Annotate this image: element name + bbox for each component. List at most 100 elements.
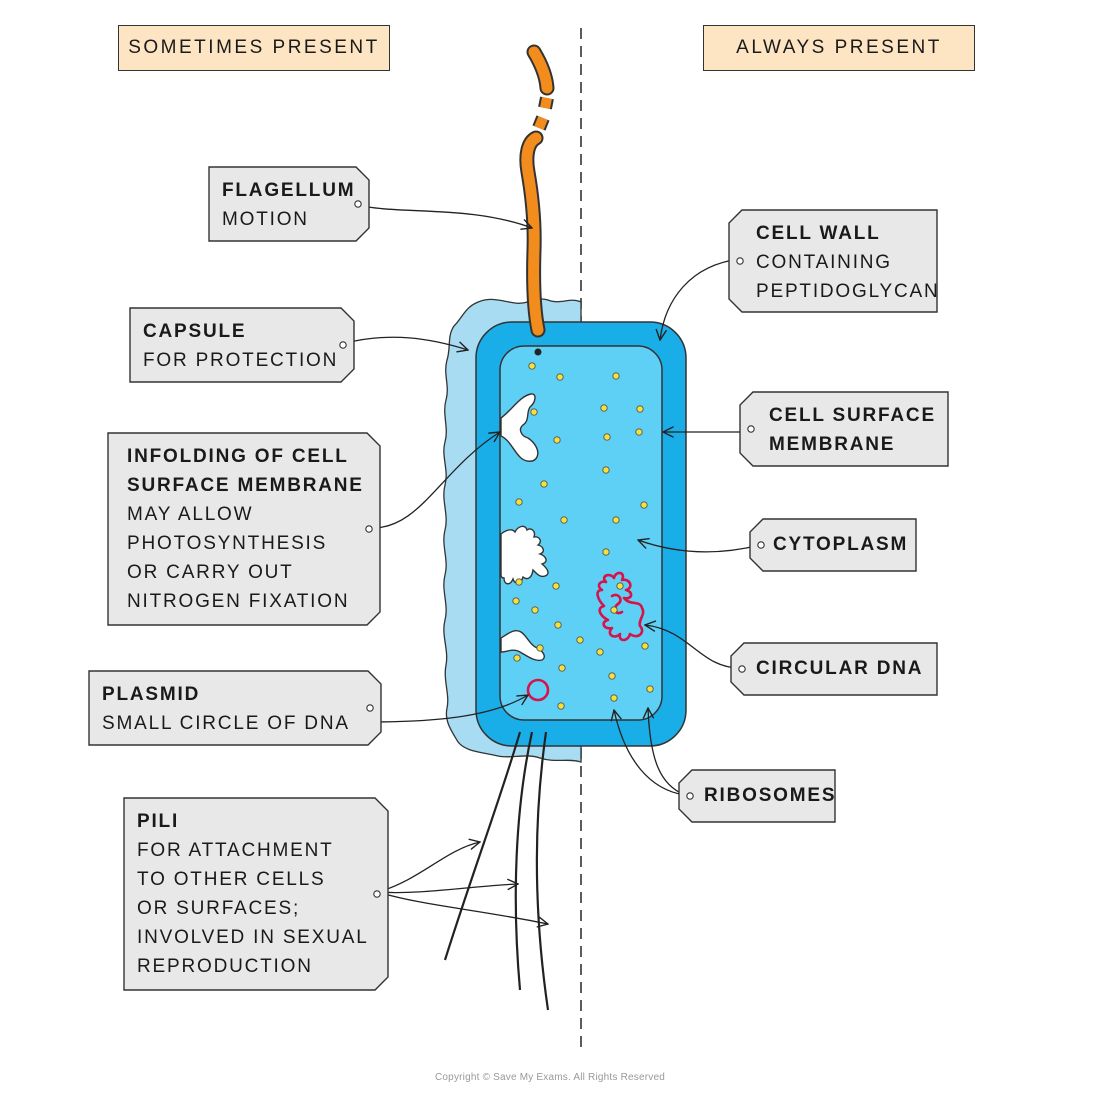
label-plasmid-line: SMALL CIRCLE OF DNA: [102, 713, 350, 734]
tag-hole: [736, 257, 744, 265]
ribosome: [515, 498, 523, 506]
header-always-present: ALWAYS PRESENT: [703, 25, 975, 71]
tag-shape: [728, 209, 938, 313]
flagellum-segment-fill: [534, 116, 548, 130]
label-cell-wall-title: CELL WALL: [756, 223, 881, 244]
label-plasmid-title: PLASMID: [102, 684, 201, 705]
ribosome: [646, 685, 654, 693]
label-membrane-title-1: CELL SURFACE: [769, 405, 936, 426]
arrow-pili-2: [377, 884, 518, 894]
tag-hole: [373, 890, 381, 898]
arrow-capsule: [345, 336, 468, 350]
ribosome: [530, 408, 538, 416]
arrow-plasmid: [367, 695, 528, 723]
label-flagellum-title: FLAGELLUM: [222, 180, 356, 201]
tag-hole: [686, 792, 694, 800]
arrow-flagellum: [357, 204, 532, 228]
label-infolding-title-1: INFOLDING OF CELL: [127, 446, 349, 467]
label-flagellum-line: MOTION: [222, 209, 309, 230]
tag-shape: [730, 642, 938, 696]
ribosome: [553, 436, 561, 444]
pilus: [535, 731, 550, 1011]
tag-hole: [365, 525, 373, 533]
label-plasmid: PLASMID SMALL CIRCLE OF DNA: [88, 670, 382, 746]
ribosome: [610, 606, 618, 614]
ribosome: [557, 702, 565, 710]
ribosome: [616, 582, 624, 590]
pilus: [514, 731, 534, 991]
label-pili-line-2: TO OTHER CELLS: [137, 869, 326, 890]
ribosome: [536, 644, 544, 652]
header-sometimes-present: SOMETIMES PRESENT: [118, 25, 390, 71]
arrow-ribosomes-2: [648, 708, 686, 796]
ribosome: [552, 582, 560, 590]
ribosome: [528, 362, 536, 370]
pilus: [443, 731, 522, 961]
ribosome: [602, 466, 610, 474]
arrow-cell-wall: [660, 258, 741, 340]
label-cell-surface-membrane: CELL SURFACE MEMBRANE: [739, 391, 949, 467]
ribosome: [600, 404, 608, 412]
cytoplasm: [499, 345, 663, 721]
tag-shape: [739, 391, 949, 467]
ribosome: [640, 501, 648, 509]
ribosome: [556, 373, 564, 381]
ribosome-group: [512, 362, 654, 710]
label-capsule-line: FOR PROTECTION: [143, 350, 339, 371]
tag-shape: [749, 518, 917, 572]
arrow-pili-3: [377, 891, 548, 924]
header-always-present-text: ALWAYS PRESENT: [736, 37, 942, 58]
tag-shape: [88, 670, 382, 746]
ribosome: [641, 642, 649, 650]
ribosome: [531, 606, 539, 614]
label-cell-wall: CELL WALL CONTAINING PEPTIDOGLYCAN: [728, 209, 938, 313]
callout-arrows: [345, 204, 761, 924]
arrow-infolding: [369, 432, 500, 529]
ribosome: [635, 428, 643, 436]
ribosome: [608, 672, 616, 680]
ribosome: [596, 648, 604, 656]
tag-hole: [366, 704, 374, 712]
ribosome: [540, 480, 548, 488]
flagellum-tip-fill: [528, 46, 553, 94]
label-membrane-title-2: MEMBRANE: [769, 434, 896, 455]
tag-shape: [678, 769, 836, 823]
label-circular-dna-title: CIRCULAR DNA: [756, 658, 924, 679]
label-infolding: INFOLDING OF CELL SURFACE MEMBRANE MAY A…: [107, 432, 381, 626]
arrow-pili-1: [377, 842, 480, 893]
copyright-notice: Copyright © Save My Exams. All Rights Re…: [435, 1072, 665, 1083]
label-capsule: CAPSULE FOR PROTECTION: [129, 307, 355, 383]
label-circular-dna: CIRCULAR DNA: [730, 642, 938, 696]
infolding-top: [500, 393, 539, 462]
tag-shape: [208, 166, 370, 242]
flagellum-segment-fill: [540, 97, 552, 109]
label-pili-line-1: FOR ATTACHMENT: [137, 840, 334, 861]
label-infolding-line-1: MAY ALLOW: [127, 504, 254, 525]
label-ribosomes-title: RIBOSOMES: [704, 785, 837, 806]
ribosome: [610, 694, 618, 702]
label-cytoplasm: CYTOPLASM: [749, 518, 917, 572]
tag-hole: [757, 541, 765, 549]
arrow-ribosomes-1: [614, 710, 686, 796]
label-cell-wall-line-1: CONTAINING: [756, 252, 892, 273]
ribosome: [515, 578, 523, 586]
ribosome: [558, 664, 566, 672]
label-capsule-title: CAPSULE: [143, 321, 247, 342]
flagellum-base: [534, 348, 542, 356]
label-pili-title: PILI: [137, 811, 180, 832]
label-flagellum: FLAGELLUM MOTION: [208, 166, 370, 242]
label-pili-line-5: REPRODUCTION: [137, 956, 313, 977]
ribosome: [602, 548, 610, 556]
tag-hole: [738, 665, 746, 673]
tag-shape: [107, 432, 381, 626]
infolding-bottom: [500, 629, 545, 662]
label-infolding-line-3: OR CARRY OUT: [127, 562, 294, 583]
flagellum-fill: [521, 132, 544, 336]
label-cell-wall-line-2: PEPTIDOGLYCAN: [756, 281, 940, 302]
label-pili: PILI FOR ATTACHMENT TO OTHER CELLS OR SU…: [123, 797, 389, 991]
label-infolding-line-2: PHOTOSYNTHESIS: [127, 533, 328, 554]
label-pili-line-3: OR SURFACES;: [137, 898, 301, 919]
label-pili-line-4: INVOLVED IN SEXUAL: [137, 927, 369, 948]
ribosome: [612, 516, 620, 524]
